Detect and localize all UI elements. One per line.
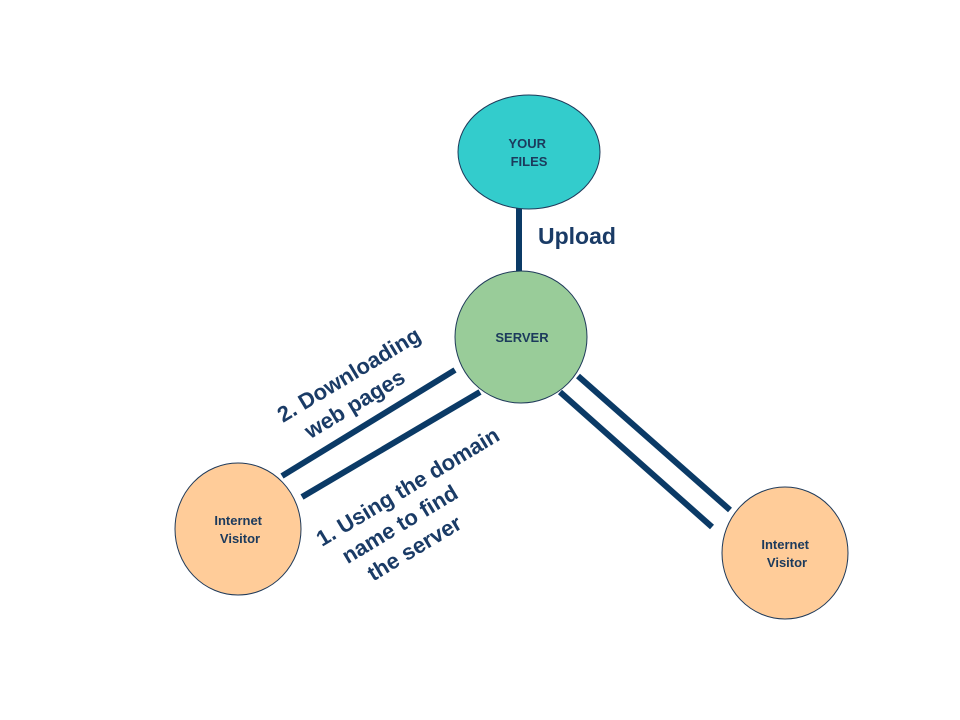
svg-text:YOUR FILES: YOUR FILES: [508, 136, 549, 169]
your-files-node: YOUR FILES: [457, 94, 601, 210]
your-files-label-line1: YOUR: [508, 136, 546, 151]
svg-text:Internet Visitor: Internet Visitor: [761, 537, 812, 570]
upload-label: Upload: [538, 223, 616, 249]
svg-text:Internet Visitor: Internet Visitor: [214, 513, 265, 546]
internet-visitor-left-ellipse: [174, 462, 302, 596]
your-files-ellipse: [457, 94, 601, 210]
internet-visitor-left-line1: Internet: [214, 513, 262, 528]
internet-visitor-right-ellipse: [721, 486, 849, 620]
domain-lookup-label: 1. Using the domain name to find the ser…: [312, 422, 504, 586]
server-node: SERVER: [454, 270, 588, 404]
download-connector: [280, 367, 457, 479]
right-visitor-connector-outer: [576, 373, 732, 513]
internet-visitor-left-line2: Visitor: [220, 531, 260, 546]
your-files-label-line2: FILES: [511, 154, 548, 169]
right-visitor-connector-inner: [558, 389, 714, 530]
internet-visitor-right-line2: Visitor: [767, 555, 807, 570]
server-label: SERVER: [495, 330, 549, 345]
server-circle: [454, 270, 588, 404]
internet-visitor-left-node: Internet Visitor: [174, 462, 302, 596]
internet-visitor-right-node: Internet Visitor: [721, 486, 849, 620]
internet-visitor-right-line1: Internet: [761, 537, 809, 552]
domain-lookup-connector: [300, 389, 482, 500]
